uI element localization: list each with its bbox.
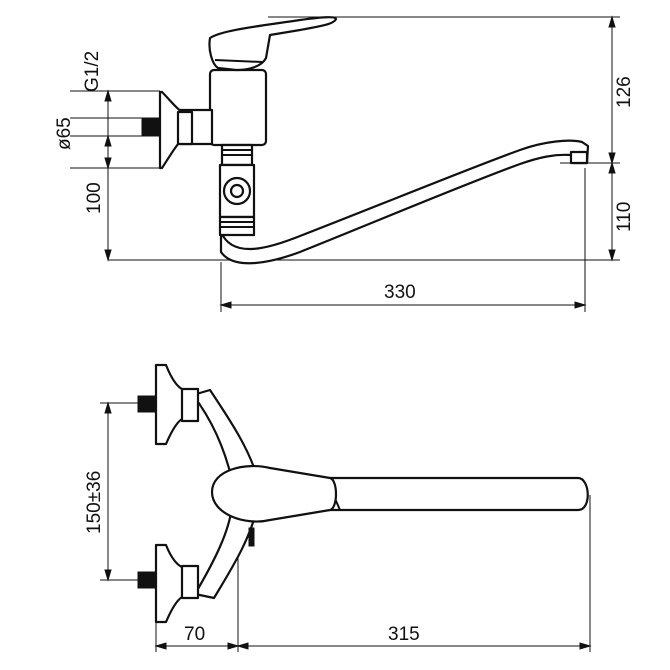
union-nut xyxy=(176,110,194,146)
dim-spout-reach-label: 330 xyxy=(384,282,416,303)
upper-flange xyxy=(154,363,186,446)
faucet-side-body xyxy=(141,16,590,265)
lower-connection xyxy=(137,543,200,624)
lower-thread xyxy=(137,571,157,589)
dim-connection-spacing-label: 150±36 xyxy=(84,471,105,534)
dim-spout-height-label: 110 xyxy=(614,202,635,232)
valve-body xyxy=(208,68,268,147)
dim-thread-label: G1/2 xyxy=(82,51,103,92)
diverter-knob-center xyxy=(229,183,245,199)
upper-thread xyxy=(137,395,157,413)
dim-wall-center-label: 70 xyxy=(184,624,205,645)
dim-spout-length-label: 315 xyxy=(388,624,420,645)
side-elevation-view: G1/2 ø65 100 126 110 330 xyxy=(54,15,635,312)
upper-connection xyxy=(137,363,200,446)
thread-connector xyxy=(141,117,161,137)
dim-wall-axis-label: 100 xyxy=(84,182,105,214)
plan-view: 150±36 70 315 xyxy=(84,363,592,652)
plan-dimension-lines xyxy=(104,401,592,650)
faucet-plan-body xyxy=(137,363,589,624)
spout-aerator xyxy=(569,150,589,165)
spout-side xyxy=(219,139,590,265)
y-body xyxy=(191,388,260,600)
extension-lines xyxy=(70,16,620,312)
lever-handle xyxy=(208,16,338,72)
mixer-lever-plan xyxy=(210,464,338,523)
lower-nut xyxy=(180,564,200,600)
dim-flange-diameter-label: ø65 xyxy=(54,117,75,150)
dimension-lines-top xyxy=(104,15,616,309)
diverter-plan xyxy=(248,527,255,547)
lower-flange xyxy=(154,543,186,624)
plan-extension-lines xyxy=(100,402,591,652)
dim-body-height-label: 126 xyxy=(614,76,635,108)
upper-nut xyxy=(180,387,200,423)
